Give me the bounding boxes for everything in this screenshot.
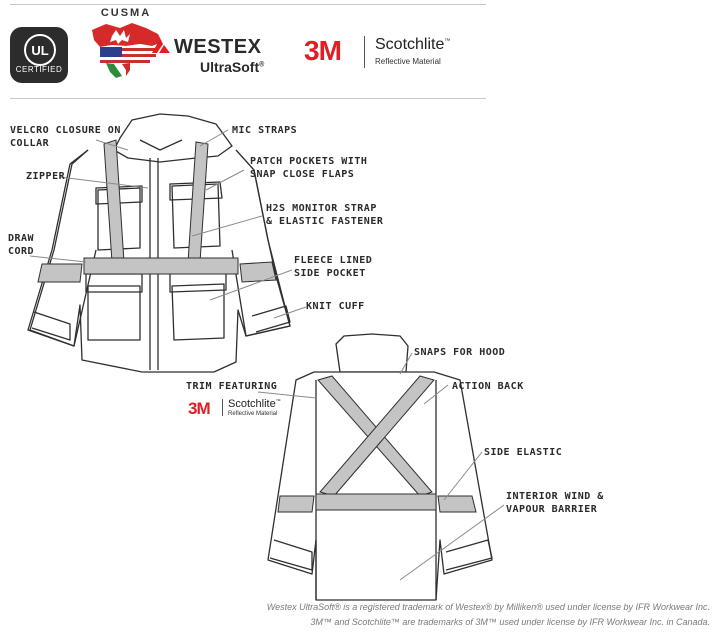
cusma-label: CUSMA	[100, 7, 152, 19]
trim-scotchlite-tm: ™	[275, 398, 281, 405]
left-lower-pocket	[87, 285, 141, 341]
callout-snaps-hood: SNAPS FOR HOOD	[414, 347, 506, 358]
logo-divider	[10, 98, 486, 99]
scotchlite-title-text: Scotchlite	[375, 36, 445, 53]
callout-h2s-strap: H2S MONITOR STRAP & ELASTIC FASTENER	[266, 203, 384, 227]
front-jacket	[27, 113, 291, 373]
trim-scotchlite-title: Scotchlite™	[228, 398, 281, 410]
back-jacket	[267, 333, 493, 601]
callout-interior-barrier: INTERIOR WIND & VAPOUR BARRIER	[506, 491, 604, 515]
left-sleeve	[29, 149, 97, 347]
footnote-3m: 3M™ and Scotchlite™ are trademarks of 3M…	[310, 617, 710, 627]
callout-trim-featuring: TRIM FEATURING	[186, 381, 278, 392]
callout-mic-straps: MIC STRAPS	[232, 125, 298, 136]
westex-ultrasoft: UltraSoft®	[200, 59, 264, 75]
callout-fleece-pocket: FLEECE LINED SIDE POCKET	[294, 255, 373, 279]
westex-registered-mark: ®	[259, 61, 265, 69]
right-lower-pocket	[171, 283, 225, 341]
cusma-map-icon	[92, 23, 162, 78]
back-reflective-trim	[277, 375, 477, 513]
callout-draw-cord: DRAW CORD	[8, 233, 35, 257]
left-chest-pocket	[97, 187, 141, 251]
trim-divider	[222, 399, 223, 416]
callout-zipper: ZIPPER	[26, 171, 66, 182]
callout-knit-cuff: KNIT CUFF	[306, 301, 365, 312]
hood-collar	[335, 333, 409, 373]
scotchlite-subtitle: Reflective Material	[375, 57, 441, 66]
callout-action-back: ACTION BACK	[452, 381, 524, 392]
ul-certified-text: CERTIFIED	[15, 65, 63, 74]
scotchlite-title: Scotchlite™	[375, 36, 450, 54]
callout-velcro-collar: VELCRO CLOSURE ON COLLAR	[10, 125, 121, 149]
back-body-outline	[267, 371, 493, 601]
trim-3m-logo: 3M	[188, 399, 211, 418]
top-divider	[10, 4, 486, 5]
3m-logo: 3M	[304, 35, 342, 66]
footnote-westex: Westex UltraSoft® is a registered tradem…	[266, 602, 710, 612]
westex-logo-icon	[152, 39, 170, 53]
right-sleeve	[231, 149, 291, 337]
trim-scotchlite-text: Scotchlite	[228, 398, 276, 410]
scotchlite-tm: ™	[444, 38, 451, 45]
front-reflective-trim	[37, 139, 277, 283]
ul-certified-badge: UL CERTIFIED	[10, 27, 68, 83]
callout-patch-pockets: PATCH POCKETS WITH SNAP CLOSE FLAPS	[250, 156, 368, 180]
ul-logo-icon: UL	[24, 34, 56, 66]
westex-brand: WESTEX	[174, 36, 262, 58]
callout-side-elastic: SIDE ELASTIC	[484, 447, 563, 458]
trim-scotchlite-subtitle: Reflective Material	[228, 411, 278, 417]
scotchlite-divider	[364, 36, 365, 68]
leader-lines	[29, 129, 505, 581]
westex-sub-text: UltraSoft	[200, 59, 260, 75]
